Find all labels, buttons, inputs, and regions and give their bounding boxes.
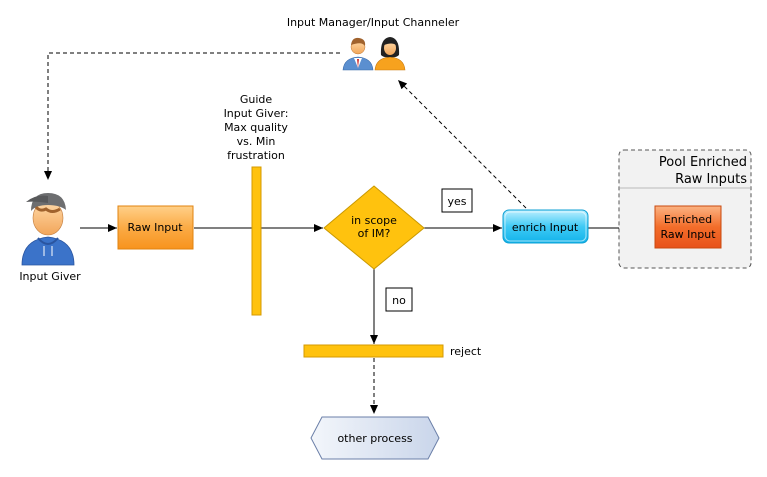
input-giver-icon — [21, 193, 75, 266]
guide-label-line: frustration — [227, 149, 285, 162]
enrich-input-box — [502, 209, 589, 244]
reject-label: reject — [450, 345, 482, 358]
input-giver-label: Input Giver — [19, 270, 81, 283]
edge-manager-to-giver — [44, 52, 340, 180]
edge-enrich-to-manager — [397, 79, 527, 209]
enriched-raw-input-box — [654, 205, 722, 249]
guide-label: Guide Input Giver: Max quality vs. Min f… — [224, 93, 289, 162]
guide-label-line: Input Giver: — [224, 107, 289, 120]
pool-title-line: Pool Enriched — [659, 155, 747, 170]
guide-label-line: Guide — [240, 93, 273, 106]
no-label: no — [392, 294, 406, 307]
user-icons — [342, 37, 406, 71]
female-user-icon — [374, 37, 406, 71]
yes-label-box — [441, 188, 473, 213]
yes-label: yes — [447, 195, 466, 208]
enrich-input-label: enrich Input — [512, 221, 579, 234]
enriched-raw-input-label-line: Enriched — [664, 213, 712, 226]
enriched-raw-input-label-line: Raw Input — [660, 228, 716, 241]
other-process-label: other process — [337, 432, 412, 445]
guide-bar — [251, 166, 262, 316]
guide-label-line: Max quality — [224, 121, 288, 134]
male-user-icon — [342, 37, 374, 71]
raw-input-box — [117, 205, 194, 250]
raw-input-label: Raw Input — [127, 221, 183, 234]
reject-bar — [303, 344, 444, 358]
decision-label-line: of IM? — [358, 227, 391, 240]
other-process-hexagon — [310, 416, 440, 460]
pool-title-line: Raw Inputs — [675, 172, 747, 187]
decision-label-line: in scope — [351, 214, 397, 227]
decision-diamond — [323, 185, 425, 270]
input-manager-label: Input Manager/Input Channeler — [287, 16, 460, 29]
guide-label-line: vs. Min — [237, 135, 276, 148]
no-label-box — [385, 287, 413, 312]
